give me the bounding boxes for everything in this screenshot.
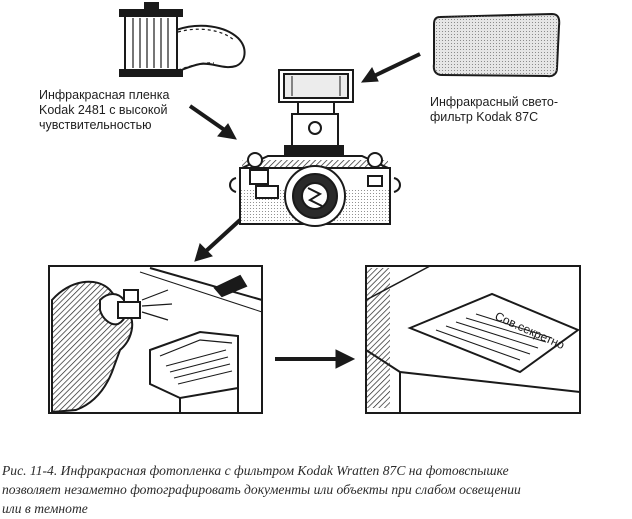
ir-filter-icon: [432, 12, 561, 78]
caption-line-1: Рис. 11-4. Инфракрасная фотопленка с фил…: [2, 463, 509, 478]
photographing-documents-scene: [48, 265, 263, 414]
film-label-line-2: Kodak 2481 с высокой: [39, 103, 168, 117]
arrow-film-to-camera: [188, 104, 237, 140]
figure-caption: Рис. 11-4. Инфракрасная фотопленка с фил…: [2, 461, 632, 518]
camera-with-flash-icon: [229, 69, 401, 227]
arrow-camera-to-scene: [194, 218, 242, 262]
caption-line-3: или в темноте: [2, 501, 88, 516]
film-label-line-1: Инфракрасная пленка: [39, 88, 170, 102]
filter-label-line-1: Инфракрасный свето-: [430, 95, 559, 109]
filter-label-line-2: фильтр Kodak 87C: [430, 110, 539, 124]
secret-document-result: [365, 265, 581, 414]
arrow-scene-to-result: [275, 349, 356, 369]
filter-label: Инфракрасный свето- фильтр Kodak 87C: [430, 95, 590, 125]
arrow-filter-to-flash: [360, 52, 421, 83]
caption-line-2: позволяет незаметно фотографировать доку…: [2, 482, 521, 497]
film-canister-icon: [119, 2, 246, 77]
film-label: Инфракрасная пленка Kodak 2481 с высокой…: [39, 88, 199, 133]
film-label-line-3: чувствительностью: [39, 118, 152, 132]
